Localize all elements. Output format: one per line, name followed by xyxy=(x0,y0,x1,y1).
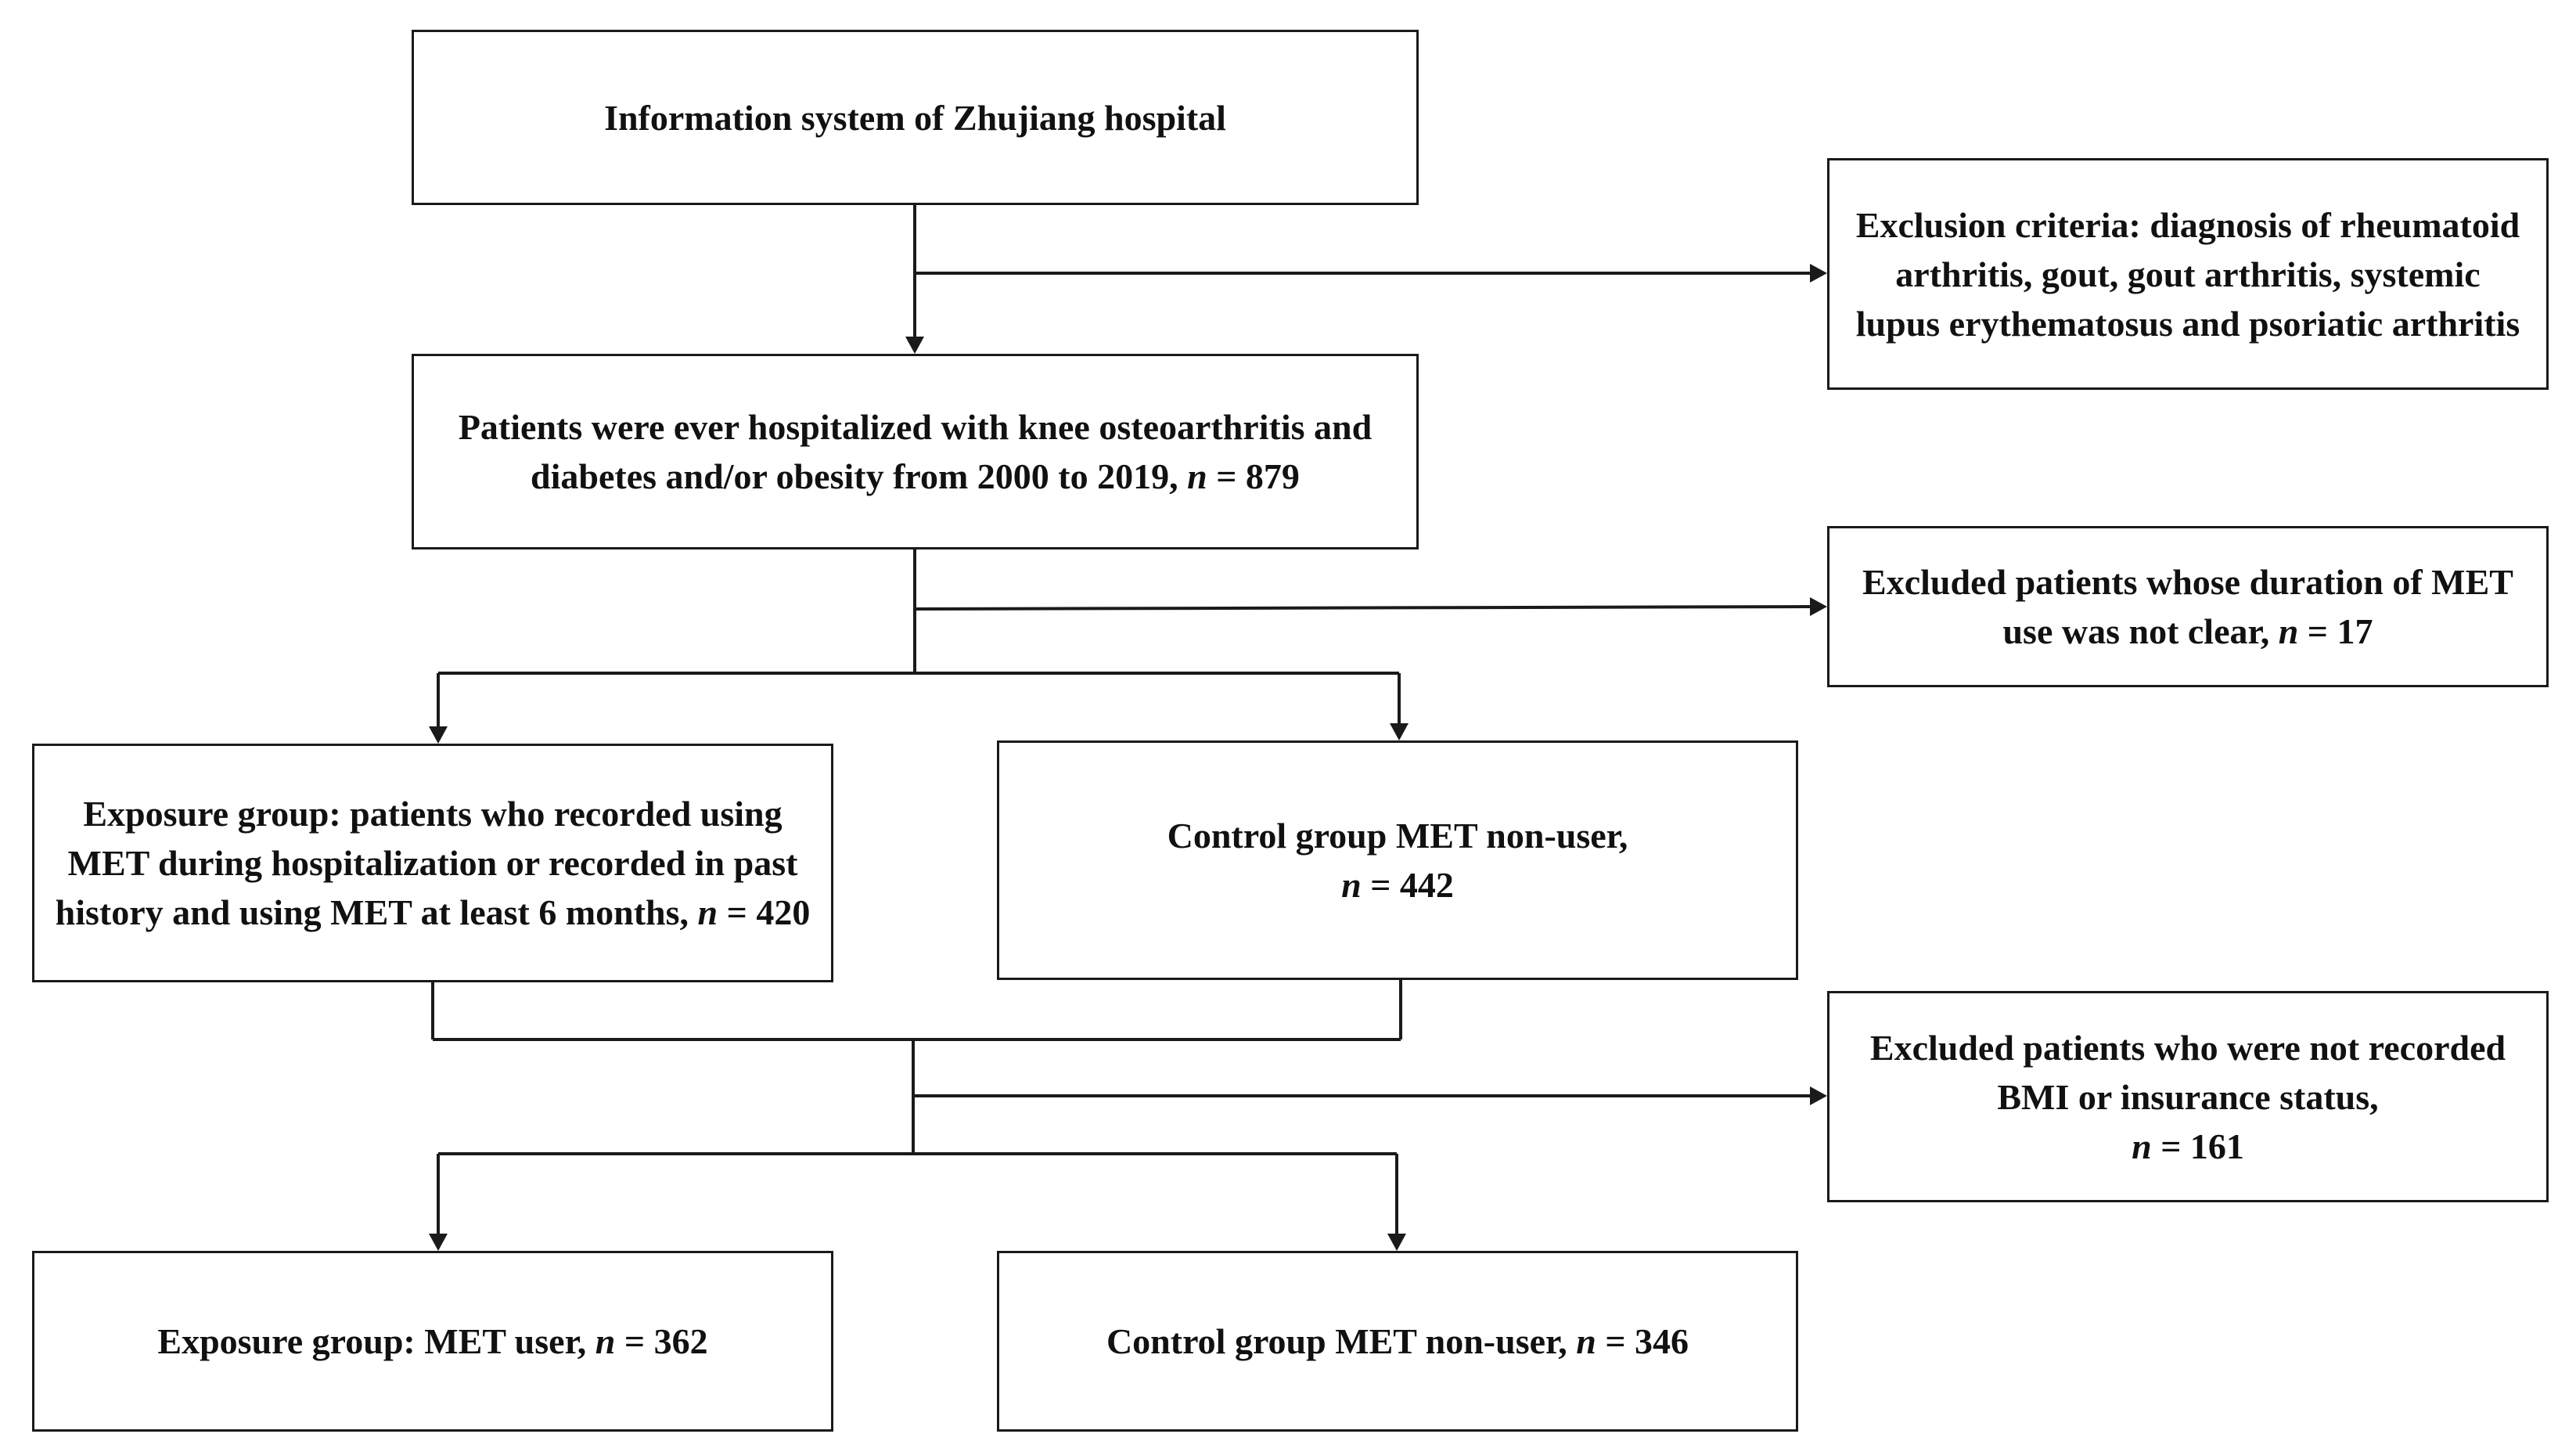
excluded-bmi-label: Excluded patients who were not recorded … xyxy=(1869,1027,2506,1117)
control-group-label: Control group MET non-user, xyxy=(1167,816,1628,856)
exposure-group-text: Exposure group: patients who recorded us… xyxy=(55,789,811,937)
exclusion-criteria-text: Exclusion criteria: diagnosis of rheumat… xyxy=(1855,204,2520,344)
n-symbol: n xyxy=(2278,611,2299,651)
control-group-box: Control group MET non-user, n = 442 xyxy=(997,740,1798,980)
excluded-duration-text: Excluded patients whose duration of MET … xyxy=(1850,557,2526,656)
final-exposure-group-text: Exposure group: MET user, n = 362 xyxy=(157,1317,707,1366)
final-exposure-group-box: Exposure group: MET user, n = 362 xyxy=(32,1251,833,1432)
n-symbol: n xyxy=(1341,865,1362,905)
arrowhead-excluded-duration xyxy=(1810,597,1827,616)
exposure-group-label: Exposure group: patients who recorded us… xyxy=(55,794,798,932)
excluded-duration-box: Excluded patients whose duration of MET … xyxy=(1827,526,2549,687)
final-exposure-group-label: Exposure group: MET user, xyxy=(157,1321,587,1361)
n-symbol: n xyxy=(1576,1321,1596,1361)
final-control-group-label: Control group MET non-user, xyxy=(1106,1321,1567,1361)
hospitalized-patients-text: Patients were ever hospitalized with kne… xyxy=(434,402,1396,501)
connector-to-excluded-duration xyxy=(914,605,1811,611)
excluded-bmi-box: Excluded patients who were not recorded … xyxy=(1827,991,2549,1202)
arrowhead-exclusion-criteria xyxy=(1810,264,1827,283)
final-control-group-box: Control group MET non-user, n = 346 xyxy=(997,1251,1798,1432)
n-symbol: n xyxy=(697,892,718,932)
information-system-text: Information system of Zhujiang hospital xyxy=(604,97,1226,138)
arrowhead-exposure-1 xyxy=(429,726,448,744)
arrowhead-control-1 xyxy=(1390,723,1409,740)
excluded-duration-label: Excluded patients whose duration of MET … xyxy=(1862,562,2513,651)
final-exposure-group-count: = 362 xyxy=(615,1321,708,1361)
excluded-bmi-count: = 161 xyxy=(2151,1126,2244,1166)
excluded-bmi-text: Excluded patients who were not recorded … xyxy=(1850,1023,2526,1171)
information-system-box: Information system of Zhujiang hospital xyxy=(412,30,1419,205)
control-group-text: Control group MET non-user, n = 442 xyxy=(1167,811,1628,910)
exposure-group-box: Exposure group: patients who recorded us… xyxy=(32,744,833,982)
final-control-group-count: = 346 xyxy=(1596,1321,1689,1361)
arrowhead-patients xyxy=(905,337,924,354)
exclusion-criteria-box: Exclusion criteria: diagnosis of rheumat… xyxy=(1827,158,2549,390)
patients-count: = 879 xyxy=(1207,456,1300,496)
n-symbol: n xyxy=(2132,1126,2152,1166)
final-control-group-text: Control group MET non-user, n = 346 xyxy=(1106,1317,1689,1366)
hospitalized-patients-box: Patients were ever hospitalized with kne… xyxy=(412,354,1419,549)
n-symbol: n xyxy=(595,1321,616,1361)
control-group-count: = 442 xyxy=(1361,865,1454,905)
excluded-duration-count: = 17 xyxy=(2298,611,2373,651)
arrowhead-excluded-bmi xyxy=(1810,1086,1827,1105)
exposure-group-count: = 420 xyxy=(718,892,811,932)
arrowhead-control-2 xyxy=(1387,1234,1406,1251)
arrowhead-exposure-2 xyxy=(429,1234,448,1251)
n-symbol: n xyxy=(1187,456,1207,496)
hospitalized-patients-label: Patients were ever hospitalized with kne… xyxy=(458,407,1373,496)
